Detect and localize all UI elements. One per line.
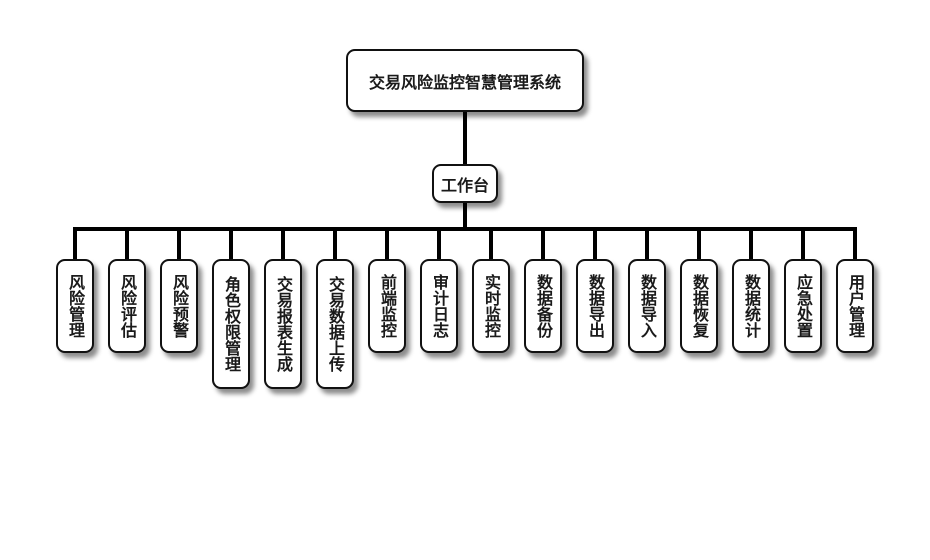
child-node-label: 风险管理 [66, 274, 85, 338]
connector-child-8 [489, 229, 493, 260]
connector-child-15 [853, 229, 857, 260]
child-node[interactable]: 风险预警 [160, 259, 198, 353]
child-node-label: 数据统计 [742, 274, 761, 338]
child-node-label: 风险评估 [118, 274, 137, 338]
child-node[interactable]: 实时监控 [472, 259, 510, 353]
child-node[interactable]: 角色权限管理 [212, 259, 250, 389]
connector-child-9 [541, 229, 545, 260]
child-node[interactable]: 交易报表生成 [264, 259, 302, 389]
child-node-label: 应急处置 [794, 274, 813, 338]
connector-child-0 [73, 229, 77, 260]
connector-child-4 [281, 229, 285, 260]
connector-child-7 [437, 229, 441, 260]
connector-child-14 [801, 229, 805, 260]
child-node[interactable]: 数据备份 [524, 259, 562, 353]
connector-child-3 [229, 229, 233, 260]
child-node[interactable]: 风险评估 [108, 259, 146, 353]
connector-child-11 [645, 229, 649, 260]
connector-child-5 [333, 229, 337, 260]
child-node-label: 交易数据上传 [326, 276, 345, 372]
child-node-label: 数据恢复 [690, 274, 709, 338]
child-node-label: 审计日志 [430, 274, 449, 338]
connector-child-2 [177, 229, 181, 260]
connector-child-6 [385, 229, 389, 260]
child-node-label: 前端监控 [378, 274, 397, 338]
child-node-label: 数据备份 [534, 274, 553, 338]
child-node[interactable]: 数据导出 [576, 259, 614, 353]
child-node[interactable]: 数据导入 [628, 259, 666, 353]
connector-mid-to-bus [463, 202, 467, 230]
child-node[interactable]: 风险管理 [56, 259, 94, 353]
child-node[interactable]: 审计日志 [420, 259, 458, 353]
child-node-label: 数据导出 [586, 274, 605, 338]
child-node-label: 用户管理 [846, 274, 865, 338]
child-node[interactable]: 数据恢复 [680, 259, 718, 353]
child-node[interactable]: 应急处置 [784, 259, 822, 353]
connector-root-to-mid [463, 111, 467, 165]
connector-child-1 [125, 229, 129, 260]
connector-child-13 [749, 229, 753, 260]
child-node[interactable]: 前端监控 [368, 259, 406, 353]
child-node-label: 数据导入 [638, 274, 657, 338]
workbench-node-label: 工作台 [440, 175, 489, 195]
child-node-label: 风险预警 [170, 274, 189, 338]
child-node[interactable]: 用户管理 [836, 259, 874, 353]
connector-child-12 [697, 229, 701, 260]
child-node[interactable]: 数据统计 [732, 259, 770, 353]
connector-child-10 [593, 229, 597, 260]
workbench-node[interactable]: 工作台 [432, 164, 498, 203]
root-node-label: 交易风险监控智慧管理系统 [368, 72, 561, 92]
child-node-label: 角色权限管理 [222, 276, 241, 372]
child-node-label: 交易报表生成 [274, 276, 293, 372]
connector-bus [73, 227, 857, 231]
child-node-label: 实时监控 [482, 274, 501, 338]
root-node[interactable]: 交易风险监控智慧管理系统 [346, 49, 584, 112]
child-node[interactable]: 交易数据上传 [316, 259, 354, 389]
